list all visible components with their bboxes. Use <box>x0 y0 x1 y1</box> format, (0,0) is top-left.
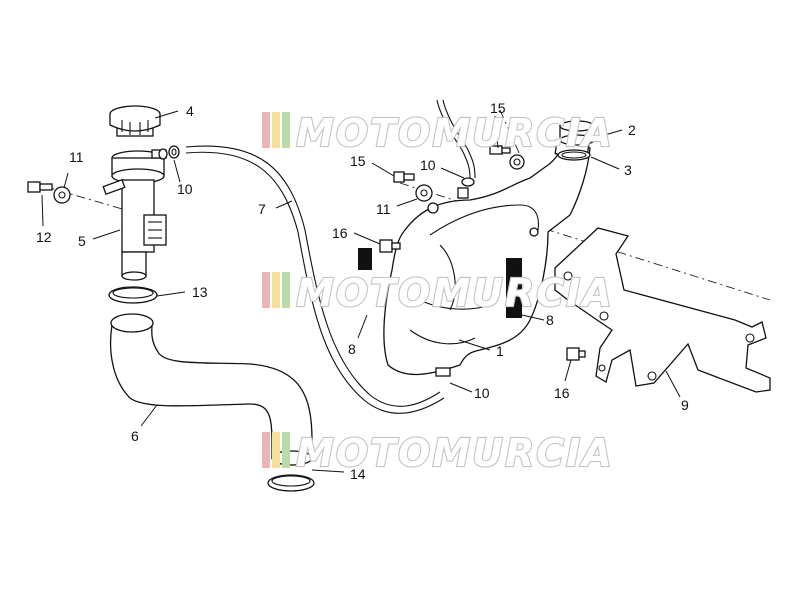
hose-6 <box>109 313 313 466</box>
pad-8-left <box>358 248 372 270</box>
cap-4 <box>109 105 161 137</box>
label-14: 14 <box>350 466 366 482</box>
clamp-13 <box>108 286 158 304</box>
vent-hose <box>436 99 476 187</box>
label-10-mid: 10 <box>420 157 436 173</box>
washer-11-left <box>53 186 71 204</box>
washer-11-top <box>509 154 525 170</box>
screw-16-right <box>566 347 586 361</box>
label-15-top: 15 <box>490 100 506 116</box>
label-10-top: 10 <box>177 181 193 197</box>
filler-neck-5 <box>102 148 168 281</box>
screw-16-left <box>379 239 401 253</box>
label-13: 13 <box>192 284 208 300</box>
expansion-tank-1 <box>383 139 591 377</box>
label-2: 2 <box>628 122 636 138</box>
label-9: 9 <box>681 397 689 413</box>
watermark-stripe-green <box>282 112 290 148</box>
watermark-stripe-red <box>262 272 270 308</box>
label-4: 4 <box>186 103 194 119</box>
clip-10-top <box>168 145 180 159</box>
watermark-text: MOTOMURCIA <box>296 111 614 155</box>
watermark-3: MOTOMURCIA <box>262 430 614 476</box>
watermark-stripe-yellow <box>272 112 280 148</box>
leader-lines <box>41 110 681 473</box>
label-11-left: 11 <box>69 149 84 165</box>
label-3: 3 <box>624 162 632 178</box>
screw-12 <box>27 181 53 193</box>
watermark-stripe-red <box>262 432 270 468</box>
screw-15-mid <box>393 171 415 183</box>
watermark-stripe-red <box>262 112 270 148</box>
watermark-stripe-yellow <box>272 272 280 308</box>
label-15-mid: 15 <box>350 153 366 169</box>
watermark-text: MOTOMURCIA <box>296 431 614 475</box>
label-16-left: 16 <box>332 225 348 241</box>
label-1: 1 <box>496 343 504 359</box>
screw-15-top <box>489 145 511 155</box>
watermark-stripe-yellow <box>272 432 280 468</box>
hose-7 <box>185 145 445 414</box>
watermark-1: MOTOMURCIA <box>262 110 614 156</box>
watermark-stripe-green <box>282 432 290 468</box>
label-16-right: 16 <box>554 385 570 401</box>
watermark-2: MOTOMURCIA <box>262 270 614 316</box>
label-8-right: 8 <box>546 312 554 328</box>
label-12: 12 <box>36 229 52 245</box>
watermark-text: MOTOMURCIA <box>296 271 614 315</box>
o-ring-3 <box>557 149 591 161</box>
watermark-stripe-green <box>282 272 290 308</box>
label-10-bottom: 10 <box>474 385 490 401</box>
bracket-9 <box>554 227 771 393</box>
part-number-labels: 4 11 12 5 10 7 13 6 14 2 3 15 15 10 11 1… <box>36 100 689 482</box>
washer-11-mid <box>415 184 433 202</box>
label-8-left: 8 <box>348 341 356 357</box>
label-7: 7 <box>258 201 266 217</box>
cap-2 <box>559 120 595 146</box>
label-6: 6 <box>131 428 139 444</box>
label-5: 5 <box>78 233 86 249</box>
pad-8-right <box>506 258 522 318</box>
clamp-14 <box>267 474 315 492</box>
label-11-mid: 11 <box>376 201 391 217</box>
